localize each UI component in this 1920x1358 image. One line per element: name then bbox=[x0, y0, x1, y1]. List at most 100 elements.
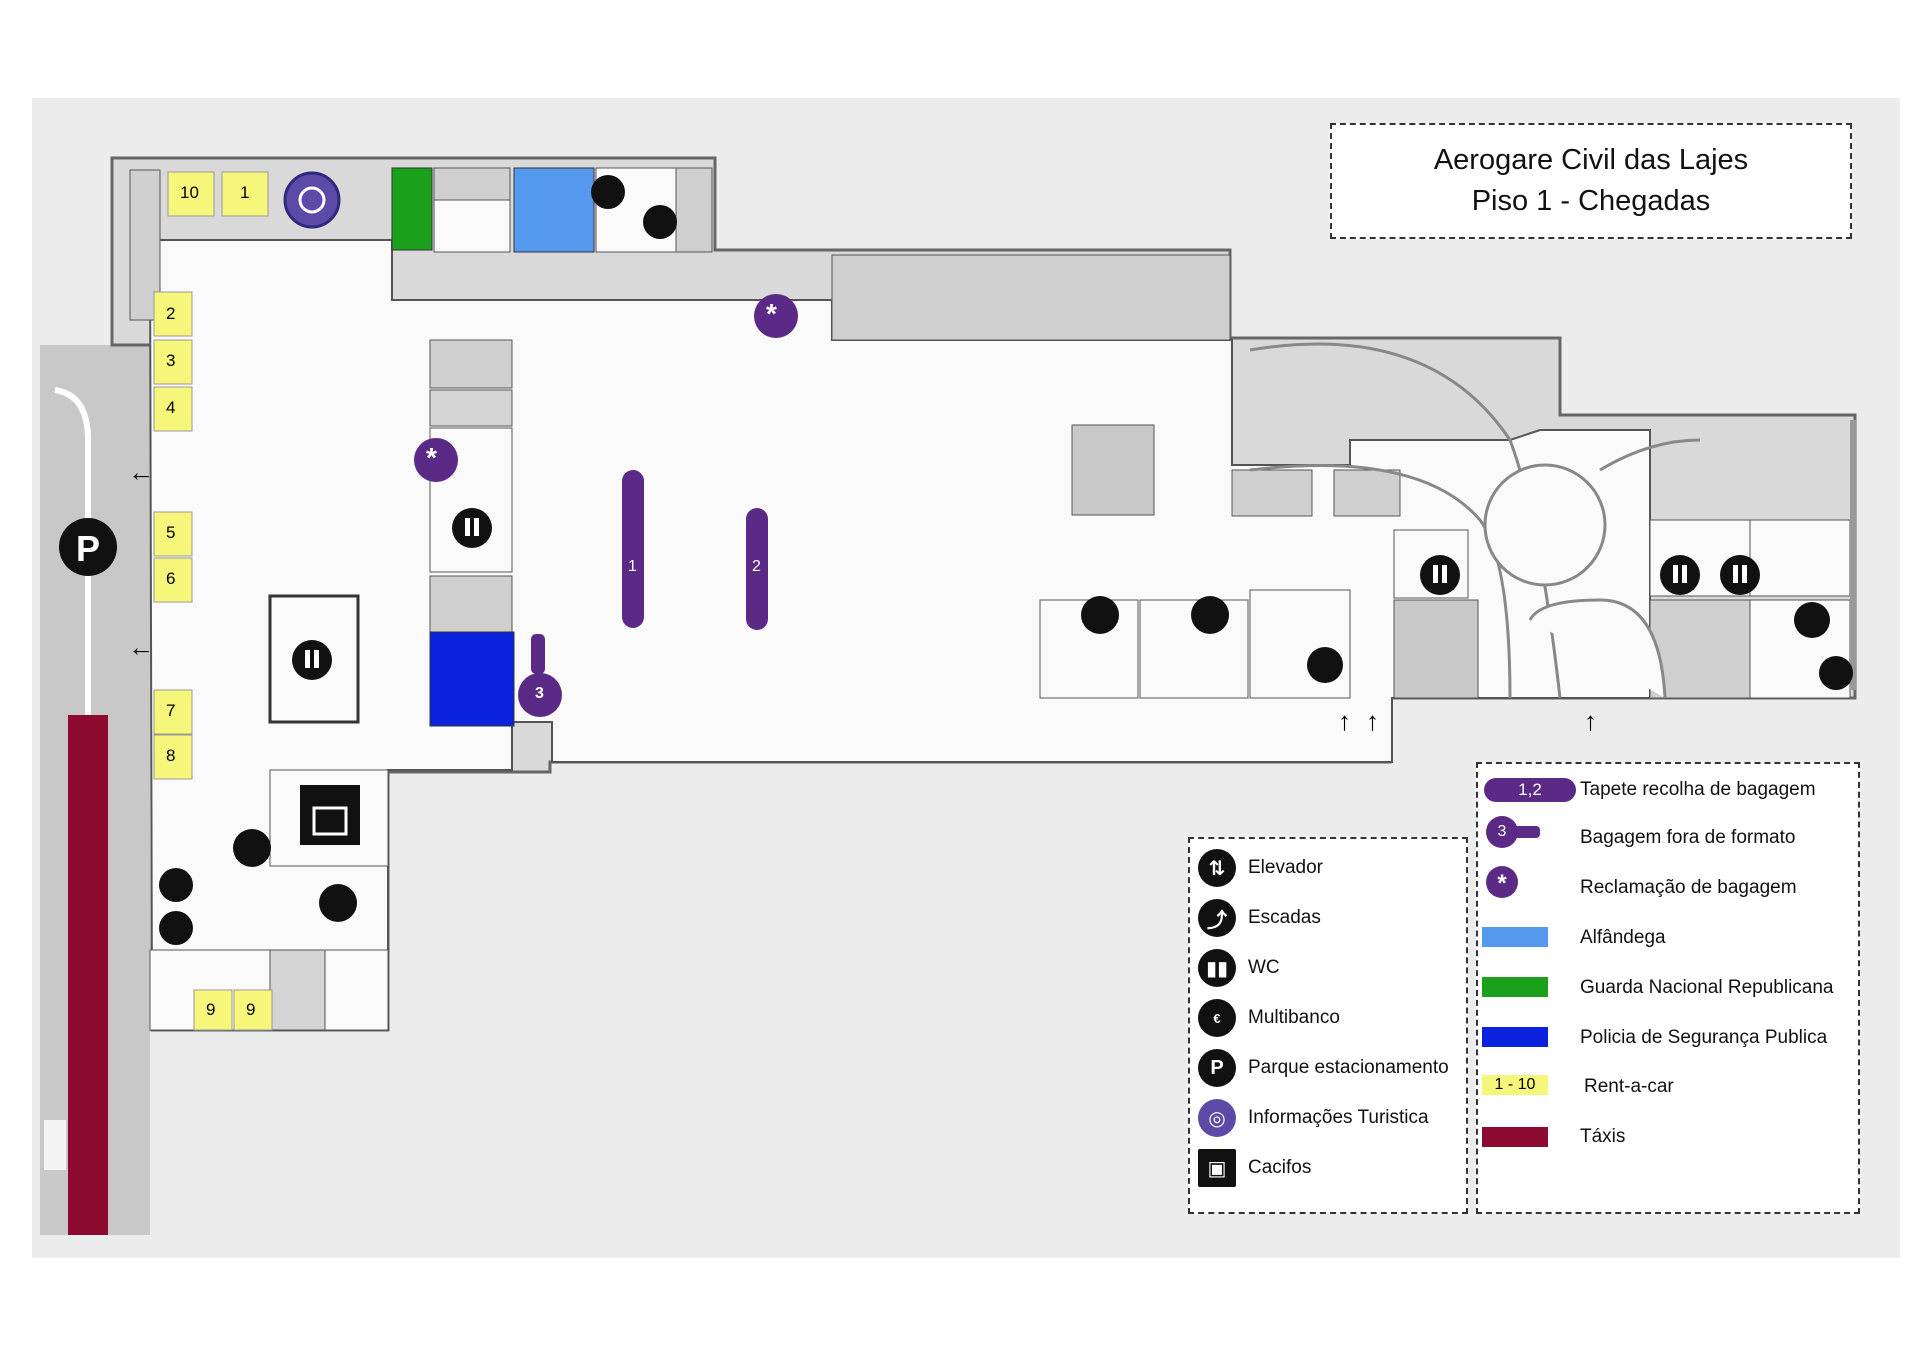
elevator-icon bbox=[1307, 647, 1343, 683]
legend-label: Bagagem fora de formato bbox=[1580, 827, 1796, 848]
legend-elevator: ⇅ Elevador bbox=[1198, 849, 1323, 887]
tourist-info-icon bbox=[283, 171, 341, 229]
wc-icon bbox=[1420, 555, 1460, 595]
booth-label: 2 bbox=[166, 304, 176, 323]
room bbox=[1249, 589, 1351, 699]
legend-carousel-badge: 1,2 bbox=[1484, 778, 1576, 802]
legend-lockers: ▣ Cacifos bbox=[1198, 1149, 1311, 1187]
elevator-icon bbox=[159, 911, 193, 945]
map-icons bbox=[159, 175, 1853, 945]
booth-label: 7 bbox=[166, 701, 176, 720]
legend-label: Cacifos bbox=[1248, 1157, 1312, 1178]
legend-label: WC bbox=[1248, 957, 1280, 978]
rentacar-swatch: 1 - 10 bbox=[1482, 1075, 1548, 1095]
room bbox=[675, 167, 713, 253]
booth-label: 3 bbox=[166, 351, 176, 370]
gnr-swatch bbox=[1482, 977, 1548, 997]
parking-icon: P bbox=[1198, 1049, 1236, 1087]
booth-label: 1 bbox=[240, 183, 250, 202]
roundabout bbox=[1483, 463, 1607, 587]
legend-label: Multibanco bbox=[1248, 1007, 1340, 1028]
stairs-icon bbox=[319, 884, 357, 922]
taxi-lane bbox=[68, 715, 108, 1235]
lockers-icon-inner bbox=[312, 806, 348, 836]
legend-label: Escadas bbox=[1248, 907, 1321, 928]
stairs-icon bbox=[1191, 596, 1229, 634]
room bbox=[831, 254, 1231, 341]
exit-arrow-up: ↑ bbox=[1584, 706, 1597, 736]
customs-room bbox=[513, 167, 595, 253]
badge-text: 1 - 10 bbox=[1494, 1076, 1536, 1093]
legend-label: Táxis bbox=[1580, 1126, 1626, 1147]
walkway bbox=[1249, 464, 1512, 699]
carousel-1 bbox=[622, 470, 644, 628]
legend-wc: ▮▮ WC bbox=[1198, 949, 1280, 987]
legend-oddsize-belt bbox=[1514, 826, 1540, 838]
booth-label: 10 bbox=[180, 183, 199, 202]
legend-label: Policia de Segurança Publica bbox=[1580, 1027, 1828, 1048]
taxis-swatch bbox=[1482, 1127, 1548, 1147]
customs-swatch bbox=[1482, 927, 1548, 947]
legend-label: Parque estacionamento bbox=[1248, 1057, 1449, 1078]
atm-icon: € bbox=[1198, 999, 1236, 1037]
elevator-icon bbox=[1819, 656, 1853, 690]
rent-a-car-booths bbox=[153, 171, 273, 1031]
legend-label: Tapete recolha de bagagem bbox=[1580, 779, 1816, 800]
legend-areas: 1,2 Tapete recolha de bagagem 3 Bagagem … bbox=[1476, 762, 1860, 1214]
badge-text: 3 bbox=[1497, 823, 1507, 840]
claim-icon bbox=[754, 294, 798, 338]
room bbox=[269, 949, 326, 1031]
wc-icon bbox=[452, 508, 492, 548]
wall bbox=[1850, 420, 1856, 690]
oddsize-label: 3 bbox=[535, 685, 544, 702]
badge-text: * bbox=[1497, 870, 1507, 897]
booth-label: 8 bbox=[166, 746, 176, 765]
walkway bbox=[1249, 342, 1562, 699]
room bbox=[429, 389, 513, 427]
claim-star: * bbox=[426, 442, 437, 473]
legend-label: Reclamação de bagagem bbox=[1580, 877, 1797, 898]
title-line-2: Piso 1 - Chegadas bbox=[1471, 185, 1711, 217]
claim-star: * bbox=[766, 298, 777, 329]
psp-room bbox=[429, 631, 515, 727]
legend-label: Rent-a-car bbox=[1584, 1076, 1674, 1097]
exit-arrow-left: ← bbox=[128, 632, 154, 662]
gnr-room bbox=[391, 167, 433, 251]
badge-text: 1,2 bbox=[1518, 780, 1542, 799]
room bbox=[1231, 469, 1313, 517]
stairs-icon bbox=[1794, 602, 1830, 638]
road-curb bbox=[54, 387, 91, 1235]
stairs-icon bbox=[1081, 596, 1119, 634]
walkway bbox=[1528, 598, 1667, 699]
legend-parking: P Parque estacionamento bbox=[1198, 1049, 1449, 1087]
stairs-icon bbox=[643, 205, 677, 239]
atm-icon bbox=[233, 829, 271, 867]
booth-label: 9 bbox=[206, 1000, 216, 1019]
wc-icon bbox=[1660, 555, 1700, 595]
room bbox=[429, 575, 513, 633]
exit-arrow-left: ← bbox=[128, 457, 154, 487]
carousel-2 bbox=[746, 508, 768, 630]
lockers-icon: ▣ bbox=[1198, 1149, 1236, 1187]
oddsize-belt bbox=[531, 634, 545, 674]
room bbox=[433, 199, 511, 253]
tourist-info-icon: ◎ bbox=[1198, 1099, 1236, 1137]
legend-label: Elevador bbox=[1248, 857, 1323, 878]
booth-label: 6 bbox=[166, 569, 176, 588]
elevator-icon: ⇅ bbox=[1198, 849, 1236, 887]
map-title: Aerogare Civil das Lajes Piso 1 - Chegad… bbox=[1330, 123, 1852, 239]
tourist-info-icon-inner bbox=[298, 186, 326, 214]
room bbox=[324, 949, 389, 1031]
parking-icon bbox=[59, 518, 117, 576]
walkway bbox=[1599, 438, 1701, 472]
wc-glyphs bbox=[305, 518, 1747, 668]
elevator-icon bbox=[159, 868, 193, 902]
legend-atm: € Multibanco bbox=[1198, 999, 1340, 1037]
oddsize-marker bbox=[518, 673, 562, 717]
room bbox=[1749, 519, 1851, 597]
room bbox=[433, 167, 511, 201]
square-block bbox=[1071, 424, 1155, 516]
title-line-1: Aerogare Civil das Lajes bbox=[1433, 144, 1749, 177]
stairs-icon: ⤴ bbox=[1198, 899, 1236, 937]
